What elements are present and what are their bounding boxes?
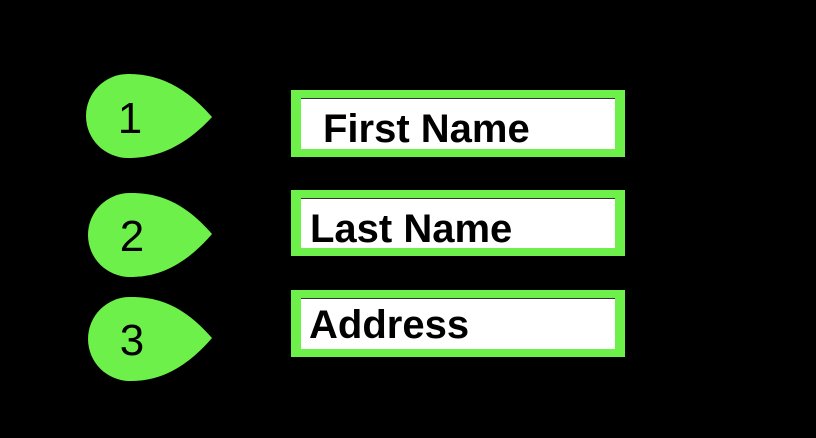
first-name-label: First Name	[323, 107, 530, 149]
step-marker-1: 1	[86, 74, 212, 158]
address-box: Address	[301, 298, 615, 349]
marker-number: 2	[120, 212, 144, 261]
marker-shape	[88, 193, 212, 277]
step-marker-3: 3	[88, 297, 212, 381]
marker-shape	[86, 74, 212, 158]
marker-number: 3	[120, 316, 144, 365]
address-field: Address	[291, 290, 625, 357]
last-name-field: Last Name	[291, 190, 625, 256]
marker-number: 1	[118, 94, 142, 143]
first-name-box: First Name	[301, 98, 615, 149]
last-name-label: Last Name	[310, 206, 513, 249]
step-marker-2: 2	[88, 193, 212, 277]
first-name-field: First Name	[291, 90, 625, 157]
marker-shape	[88, 297, 212, 381]
address-label: Address	[309, 303, 470, 347]
last-name-box: Last Name	[301, 198, 615, 248]
